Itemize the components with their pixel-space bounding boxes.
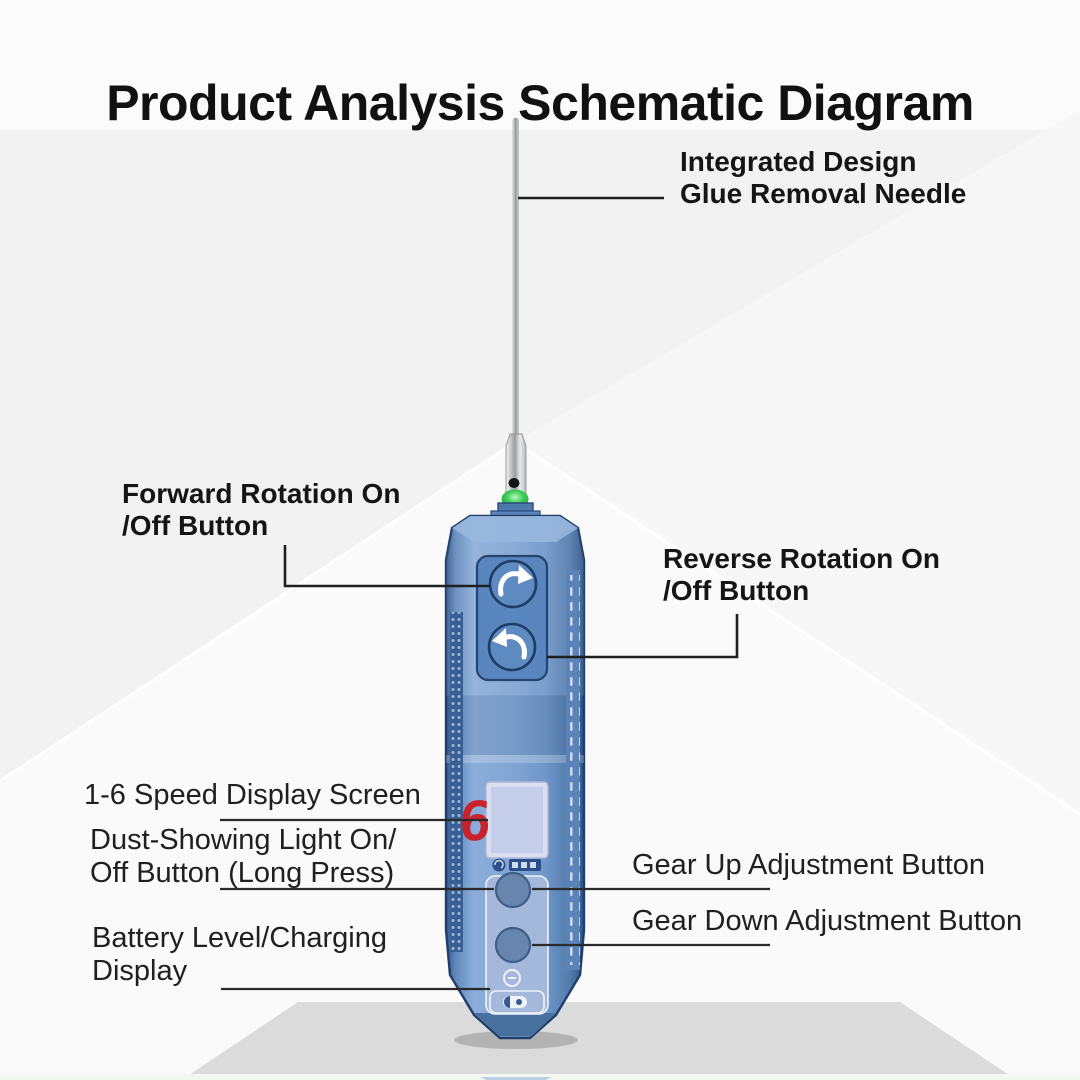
counterclockwise-arrow-icon: [492, 628, 527, 660]
label-line: 1-6 Speed Display Screen: [84, 779, 421, 811]
page-title: Product Analysis Schematic Diagram: [106, 74, 974, 131]
side-embossed-text: [566, 575, 580, 965]
battery-indicator: [489, 990, 545, 1014]
label-speed-display-screen: 1-6 Speed Display Screen: [84, 779, 421, 812]
label-glue-removal-needle: Integrated Design Glue Removal Needle: [680, 146, 966, 210]
device-shadow: [454, 1031, 578, 1049]
label-dust-showing-light: Dust-Showing Light On/ Off Button (Long …: [90, 824, 396, 890]
device-reflection: [480, 1077, 552, 1080]
background-fold-right: [515, 110, 1080, 814]
label-line: /Off Button: [122, 510, 269, 541]
connector-forward: [283, 545, 490, 588]
brand-logo: [492, 858, 541, 872]
label-line: Integrated Design: [680, 146, 917, 177]
floor-platform: [186, 1002, 1012, 1077]
speed-display-digit: 6: [457, 790, 493, 853]
label-line: Forward Rotation On: [122, 478, 401, 509]
device-bottom-face: [474, 1013, 556, 1036]
speed-display-screen: [491, 787, 543, 853]
forward-rotation-button: [488, 559, 538, 609]
label-line: Gear Down Adjustment Button: [632, 905, 1023, 937]
gear-down-button: [494, 926, 532, 964]
label-line: /Off Button: [663, 575, 810, 606]
label-battery-level-display: Battery Level/Charging Display: [92, 922, 387, 988]
background-top-band: [0, 0, 1080, 130]
fold-edge-left: [0, 440, 516, 783]
body-waist-highlight: [446, 755, 584, 763]
label-line: Glue Removal Needle: [680, 178, 967, 209]
minus-circle-icon: [503, 969, 521, 987]
clockwise-arrow-icon: [498, 565, 533, 597]
label-reverse-rotation-button: Reverse Rotation On /Off Button: [663, 543, 940, 607]
label-line: Display: [92, 955, 188, 987]
label-gear-up-button: Gear Up Adjustment Button: [632, 849, 985, 882]
glue-removal-needle: [512, 117, 519, 441]
label-line: Reverse Rotation On: [663, 543, 940, 574]
device-top-face: [452, 516, 578, 542]
label-line: Gear Up Adjustment Button: [632, 849, 986, 881]
gear-up-button: [494, 871, 532, 909]
label-line: Battery Level/Charging: [92, 922, 387, 954]
label-line: Off Button (Long Press): [90, 857, 395, 889]
battery-icon: [503, 996, 527, 1008]
label-forward-rotation-button: Forward Rotation On /Off Button: [122, 478, 400, 542]
needle-hub-marking: [508, 478, 520, 488]
label-gear-down-button: Gear Down Adjustment Button: [632, 905, 1022, 938]
body-waist-shade: [446, 695, 584, 755]
grip-knurl-texture: [450, 612, 463, 952]
connector-reverse: [547, 614, 739, 659]
fold-edge-right: [514, 440, 1080, 816]
reverse-rotation-button: [487, 622, 537, 672]
label-line: Dust-Showing Light On/: [90, 824, 397, 856]
